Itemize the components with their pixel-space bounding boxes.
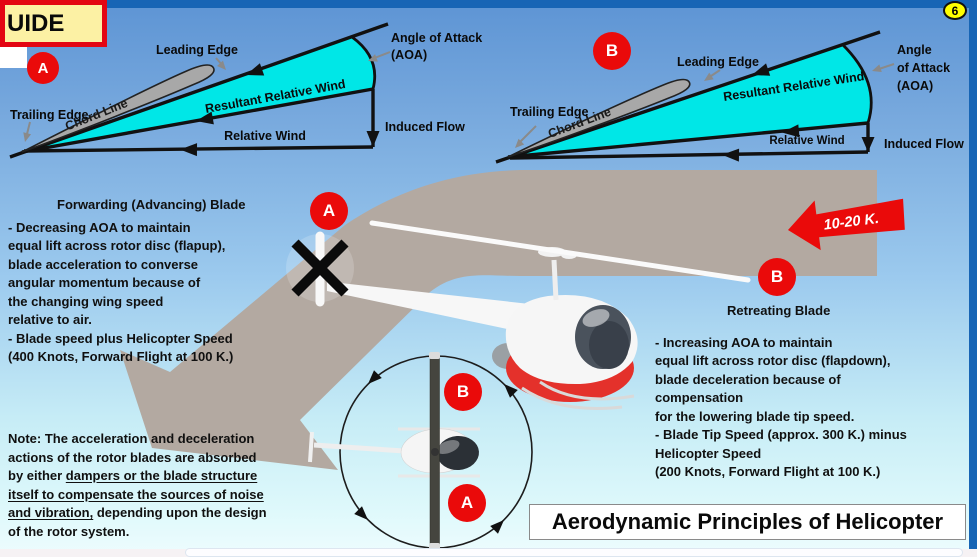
marker-b-diagram: B xyxy=(593,32,631,70)
guide-label: UIDE xyxy=(7,9,65,37)
induced-flow-label: Induced Flow xyxy=(385,120,465,134)
relative-wind-line xyxy=(509,150,869,160)
marker-a-diagram: A xyxy=(27,52,59,84)
rotation-arrow-icon xyxy=(490,520,504,534)
chord-extension-line xyxy=(9,22,389,159)
trailing-edge-label: Trailing Edge xyxy=(10,108,89,122)
speed-note: 10-20 K. xyxy=(823,211,880,234)
relative-wind-label: Relative Wind xyxy=(224,129,306,143)
tail-rotor-x xyxy=(291,239,349,297)
advancing-blade-text: Forwarding (Advancing) Blade - Decreasin… xyxy=(8,196,300,367)
retreating-blade-text: Retreating Blade - Increasing AOA to mai… xyxy=(655,302,970,482)
page-number: 6 xyxy=(951,3,959,18)
leading-edge-label: Leading Edge xyxy=(677,55,759,69)
slide-corner xyxy=(0,47,27,68)
pointer-arrow-icon xyxy=(515,138,525,148)
marker-a-disc: A xyxy=(448,484,486,522)
aoa-label: of Attack xyxy=(897,61,950,75)
skid xyxy=(539,380,635,401)
top-border-bar xyxy=(0,0,977,8)
marker-a-advancing: A xyxy=(310,192,348,230)
skid xyxy=(521,386,623,410)
topview-tail-boom xyxy=(313,442,405,454)
pointer-arrow-icon xyxy=(368,54,378,62)
guide-tab[interactable]: UIDE xyxy=(0,0,107,47)
main-rotor-blade xyxy=(369,220,751,283)
retreating-blade-heading: Retreating Blade xyxy=(727,303,831,318)
slide-title: Aerodynamic Principles of Helicopter xyxy=(551,509,944,534)
trailing-edge-label: Trailing Edge xyxy=(510,105,589,119)
pointer-arrow-icon xyxy=(217,60,226,70)
rotation-arrow-icon xyxy=(354,506,368,520)
rotation-arrow-icon xyxy=(504,384,518,398)
aoa-label: (AOA) xyxy=(391,48,427,62)
rotor-disc-diagram xyxy=(308,352,533,550)
speed-arrow-icon: 10-20 K. xyxy=(788,198,905,251)
marker-b-disc: B xyxy=(444,373,482,411)
topview-tail-rotor xyxy=(308,431,314,463)
chord-extension-line xyxy=(495,30,881,164)
aoa-arc xyxy=(841,42,873,124)
page-number-badge: 6 xyxy=(943,1,967,20)
pointer-arrow-icon xyxy=(872,64,882,73)
rotor-mast xyxy=(551,259,559,301)
marker-b-retreating: B xyxy=(758,258,796,296)
aoa-label: Angle xyxy=(897,43,932,57)
rotation-arrow-icon xyxy=(368,370,382,384)
relative-wind-line xyxy=(23,145,374,153)
leading-edge-label: Leading Edge xyxy=(156,43,238,57)
airfoil-diagram-b: Chord Line Leading Edge Trailing Edge An… xyxy=(495,30,964,164)
slide-title-box: Aerodynamic Principles of Helicopter xyxy=(529,504,966,540)
induced-flow-label: Induced Flow xyxy=(884,137,964,151)
airfoil-diagram-a: Chord Line Leading Edge Trailing Edge An… xyxy=(9,22,482,159)
airflow-arrow-icon xyxy=(120,170,877,470)
relative-wind-label: Relative Wind xyxy=(769,135,844,147)
advancing-blade-heading: Forwarding (Advancing) Blade xyxy=(57,197,246,212)
pointer-arrow-icon xyxy=(704,72,714,81)
resultant-wind-line xyxy=(507,121,869,159)
helicopter-side-view xyxy=(286,220,751,410)
topview-canopy xyxy=(437,435,479,471)
bottom-scroll-pill xyxy=(185,548,963,557)
right-border-bar xyxy=(969,0,977,557)
aoa-label: (AOA) xyxy=(897,79,933,93)
pointer-arrow-icon xyxy=(23,132,32,142)
aoa-label: Angle of Attack xyxy=(391,31,482,45)
